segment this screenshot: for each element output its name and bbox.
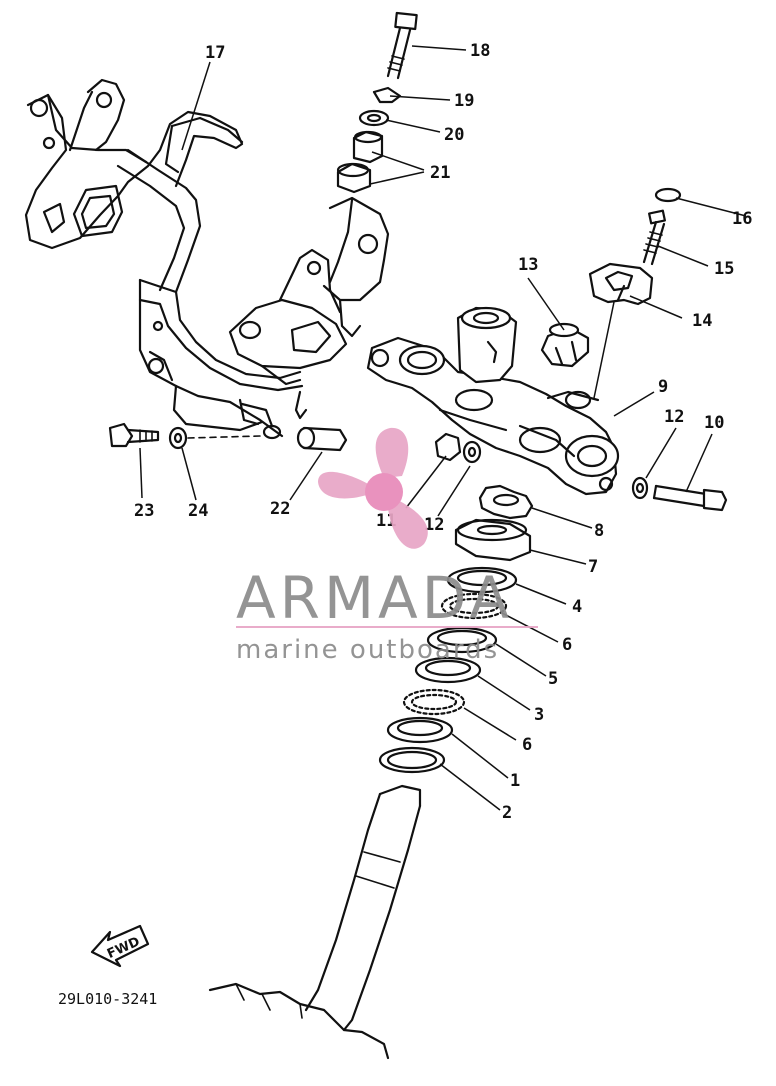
race-3 xyxy=(414,656,482,684)
label-13: 13 xyxy=(518,255,538,275)
label-6-lower: 6 xyxy=(522,735,532,755)
race-1 xyxy=(386,716,454,744)
label-12-right: 12 xyxy=(664,407,684,427)
watermark-tagline: marine outboards xyxy=(236,635,499,665)
label-8: 8 xyxy=(594,521,604,541)
seal-2 xyxy=(378,746,446,774)
label-23: 23 xyxy=(134,501,154,521)
fwd-arrow: FWD xyxy=(90,924,150,968)
label-17: 17 xyxy=(205,43,225,63)
label-1: 1 xyxy=(510,771,520,791)
label-6-upper: 6 xyxy=(562,635,572,655)
steering-stem xyxy=(208,784,422,1060)
race-5 xyxy=(426,626,498,654)
nut-13 xyxy=(540,322,590,368)
watermark-rule xyxy=(236,626,538,628)
label-19: 19 xyxy=(454,91,474,111)
watermark-brand: ARMADA xyxy=(236,564,513,632)
bush-21-upper xyxy=(352,130,384,164)
armada-watermark: ARMADA marine outboards xyxy=(236,427,538,665)
part-number-labels: 17 18 19 20 21 16 15 13 14 9 12 10 11 12… xyxy=(58,41,752,1008)
label-16: 16 xyxy=(732,209,752,229)
washer-20 xyxy=(358,109,390,127)
label-4: 4 xyxy=(572,597,582,617)
ring-nut-8 xyxy=(478,484,534,520)
race-4 xyxy=(446,566,518,594)
bolt-23 xyxy=(108,422,160,448)
label-10: 10 xyxy=(704,413,724,433)
nut-11 xyxy=(434,432,462,462)
label-3: 3 xyxy=(534,705,544,725)
washer-12-center xyxy=(462,440,482,464)
washer-19 xyxy=(372,86,402,104)
washer-24 xyxy=(168,426,188,450)
label-5: 5 xyxy=(548,669,558,689)
bolt-18 xyxy=(386,11,418,80)
label-22: 22 xyxy=(270,499,290,519)
label-20: 20 xyxy=(444,125,464,145)
collar-22 xyxy=(296,426,348,452)
frame-bracket xyxy=(24,78,390,440)
handlebar-holder xyxy=(588,262,654,306)
label-12-center: 12 xyxy=(424,515,444,535)
balls-6-upper xyxy=(440,592,508,620)
propeller-logo-icon xyxy=(318,427,428,549)
bush-21-lower xyxy=(336,162,372,194)
label-18: 18 xyxy=(470,41,490,61)
bolt-10 xyxy=(652,484,728,512)
label-7: 7 xyxy=(588,557,598,577)
bolt-15 xyxy=(642,209,666,266)
label-14: 14 xyxy=(692,311,712,331)
balls-6-lower xyxy=(402,688,466,716)
label-21: 21 xyxy=(430,163,450,183)
label-24: 24 xyxy=(188,501,208,521)
label-15: 15 xyxy=(714,259,734,279)
center-line xyxy=(187,435,261,439)
label-2: 2 xyxy=(502,803,512,823)
diagram-code: 29L010-3241 xyxy=(58,990,157,1008)
label-9: 9 xyxy=(658,377,668,397)
handle-crown xyxy=(366,306,620,496)
washer-12-right xyxy=(631,476,649,500)
cap-16 xyxy=(654,187,682,203)
cover-7 xyxy=(454,518,532,562)
